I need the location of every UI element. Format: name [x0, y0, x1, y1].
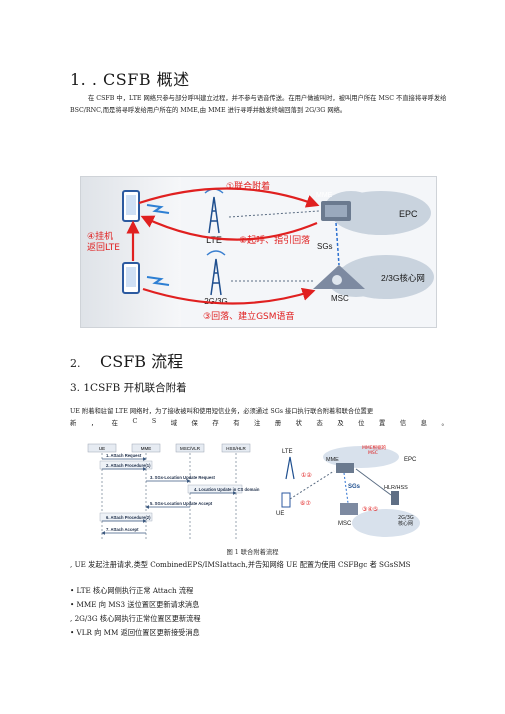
spread-char: C	[132, 418, 138, 425]
step3-label: ③回落、建立GSM语音	[203, 310, 295, 322]
epc-label: EPC	[399, 209, 418, 219]
spread-char: 息	[420, 420, 427, 427]
list-line-5: • VLR 向 MM 返回位置区更新接受消息	[70, 628, 200, 637]
epc-cloud-small-icon	[323, 446, 399, 468]
core-label: 2/3G核心网	[381, 273, 425, 283]
spread-char: 域	[170, 420, 177, 427]
phone-bottom-icon	[122, 262, 140, 294]
section2-number: 2.	[70, 357, 81, 370]
seq-header: HSS/HLR	[226, 446, 246, 451]
net-epc-label: EPC	[404, 457, 417, 463]
seq-step-label: 1. Attach Request	[106, 453, 142, 458]
net-lte-label: LTE	[282, 449, 293, 455]
msc-label: MSC	[331, 294, 349, 303]
seq-header-box	[221, 443, 251, 453]
g23-label: 2G/3G	[204, 297, 228, 306]
seq-step-label: 3. SGs-Location Update Request	[150, 475, 216, 480]
g23-tower-icon	[206, 250, 226, 296]
figure2-caption: 图 1 联合附着流程	[226, 549, 279, 556]
list-line-4: , 2G/3G 核心网执行正常位置区更新流程	[70, 614, 201, 623]
seq-step-label: 5. SGs-Location Update Accept	[150, 501, 213, 506]
lte-small-tower-icon	[285, 456, 295, 480]
seq-step-label: 2. Attach Procedure(1)	[106, 463, 151, 468]
list-line-2: • LTE 核心网侧执行正常 Attach 流程	[70, 586, 194, 595]
spread-char: 保	[191, 420, 198, 427]
spread-char: 态	[316, 420, 323, 427]
combined-attach-figure: UE MME MSC/VLR HSS/HLR 1. Attach Request 2. …	[86, 443, 426, 540]
net-msc-label: MSC	[338, 521, 352, 527]
net-step345-label: ③④⑤	[362, 506, 378, 513]
hlr-small-icon	[391, 491, 399, 505]
csfb-overview-figure: LTE 2G/3G EPC 2/3G核心网 MME MSC SGs ①联合附着 …	[80, 176, 437, 328]
mme-node-icon	[321, 201, 351, 221]
seq-step-label: 6. Attach Procedure(2)	[106, 515, 151, 520]
mme-label: MME	[316, 192, 333, 199]
net-step12-label: ①②	[301, 472, 312, 479]
ue-small-icon	[281, 492, 291, 508]
msc-node-icon	[313, 265, 365, 289]
step4-label: ④挂机返回LTE	[87, 230, 120, 253]
seq-header-box	[87, 443, 117, 453]
net-sgs-label: SGs	[348, 484, 361, 490]
spread-char: 存	[212, 420, 219, 427]
section3-paragraph-line1: UE 附着和驻留 LTE 网络时，为了接收被叫和使用短信业务，必须通过 SGs …	[70, 408, 374, 415]
seq-header: MSC/VLR	[180, 446, 201, 451]
mme-small-icon	[336, 463, 354, 473]
net-hlr-label: HLR/HSS	[384, 485, 408, 491]
spread-char: 及	[337, 420, 344, 427]
step2-label: ②起呼、指引回落	[239, 234, 310, 246]
spread-char: 信	[399, 420, 407, 427]
spread-char: 状	[295, 420, 302, 427]
net-mme-label: MME	[326, 457, 339, 463]
section2-title: 2. CSFB 流程	[70, 348, 183, 372]
spread-char: 注	[254, 420, 261, 427]
section3-paragraph-line2: 新 ， 在 C S 域 保 存 有 注 册 状 态 及 位 置 信 息 。	[70, 418, 448, 427]
section2-text: CSFB 流程	[100, 352, 184, 371]
seq-header-box	[131, 443, 161, 453]
seq-header-box	[175, 443, 205, 453]
msc-small-icon	[340, 503, 358, 515]
phone-top-icon	[122, 190, 140, 222]
spread-char: 位	[358, 420, 365, 427]
core-cloud-small-icon	[352, 509, 420, 537]
section1-paragraph: 在 CSFB 中，LTE 网络只参与部分呼叫建立过程，并不参与语音传送。在用户做…	[70, 95, 447, 114]
spread-char: 新	[70, 420, 77, 427]
lte-label: LTE	[206, 235, 222, 245]
spread-char: S	[151, 418, 157, 425]
seq-header: UE	[99, 446, 105, 451]
net-ue-label: UE	[276, 511, 284, 517]
list-line-3: • MME 向 MS3 送位置区更新请求消息	[70, 600, 200, 609]
net-step67-label: ⑥⑦	[300, 500, 311, 507]
seq-step-label: 4. Location Update in CS domain	[194, 487, 260, 492]
section1-title: 1. . CSFB 概述	[70, 70, 190, 89]
step1-label: ①联合附着	[226, 180, 270, 192]
seq-header: MME	[141, 446, 152, 451]
sgs-label: SGs	[317, 242, 333, 251]
spread-char: 。	[441, 420, 448, 427]
spread-char: ，	[90, 420, 98, 427]
list-line-1: , UE 发起注册请求,类型 CombinedEPS/IMSIattach,并告…	[70, 560, 411, 569]
section3-title: 3. 1CSFB 开机联合附着	[70, 382, 187, 394]
spread-char: 有	[233, 420, 240, 427]
seq-step-label: 7. Attach Accept	[106, 527, 139, 532]
spread-char: 置	[378, 420, 386, 427]
spread-char: 册	[274, 420, 282, 427]
spread-char: 在	[111, 420, 118, 427]
